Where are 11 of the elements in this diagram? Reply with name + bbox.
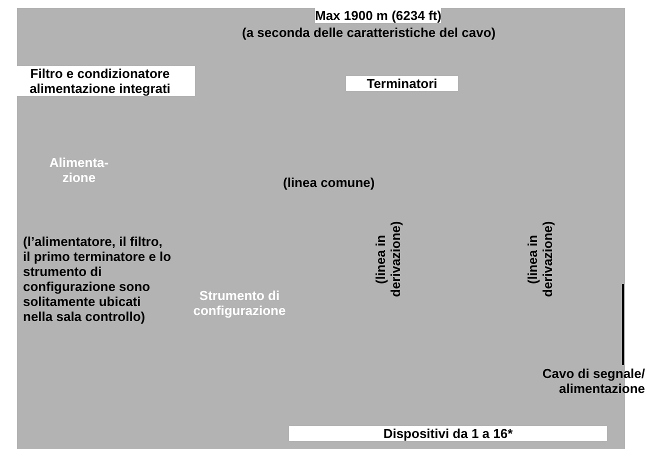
dimension-label: Max 1900 m (6234 ft) [315, 8, 442, 23]
spur-label: (linea in derivazione) [525, 220, 555, 299]
terminator-label: Terminatori [346, 76, 458, 91]
cable-label: Cavo di segnale/ alimentazione [541, 366, 645, 396]
trunk-label: (linea comune) [283, 175, 375, 190]
dimension-note: (a seconda delle caratteristiche del cavo) [242, 25, 496, 40]
configurator-label: Strumento di configurazione [192, 288, 287, 318]
location-note: (l’alimentatore, il filtro, il primo terminatore e lo strumento di configurazione sono solitamente ubicati nella sala controllo) [23, 234, 172, 324]
power-label: Alimenta-zione [48, 155, 110, 185]
spur-label: (linea in derivazione) [373, 220, 403, 299]
devices-label: Dispositivi da 1 a 16* [289, 426, 607, 441]
